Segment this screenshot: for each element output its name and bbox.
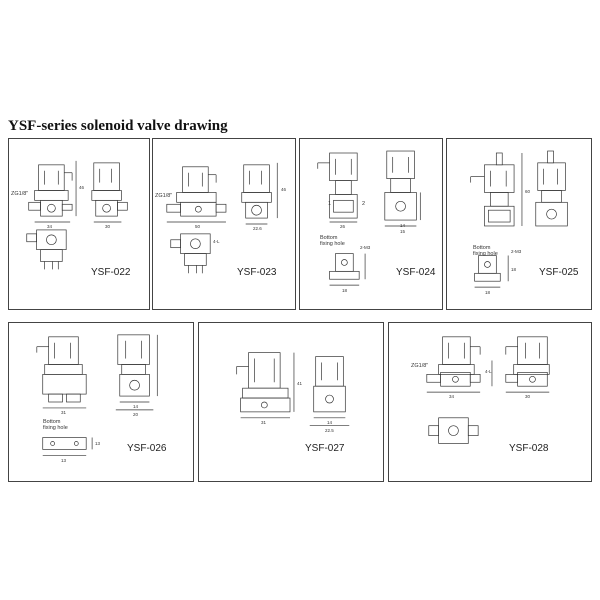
thread-label: ZG1/8" xyxy=(11,191,29,197)
dimension-label: 30 xyxy=(525,394,531,399)
model-label: YSF-028 xyxy=(509,443,549,454)
model-label: YSF-027 xyxy=(305,443,345,454)
dimension-label: 4-L xyxy=(213,239,220,244)
fixing-hole-label: Bottom fixing hole xyxy=(473,245,498,257)
model-label: YSF-025 xyxy=(539,267,579,278)
fixing-hole-label: Bottom fixing hole xyxy=(320,235,345,247)
dimension-label: 18 xyxy=(485,290,491,295)
model-label: YSF-022 xyxy=(91,267,131,278)
fixing-hole-line-2: fixing hole xyxy=(43,425,68,431)
model-label: YSF-026 xyxy=(127,443,167,454)
port-label: 2 xyxy=(362,201,366,207)
port-label: 1 xyxy=(328,201,332,207)
fixing-hole-label: Bottom fixing hole xyxy=(43,419,68,431)
fixing-hole-line-1: Bottom xyxy=(320,235,338,241)
valve-drawing-ysf-023 xyxy=(166,162,278,274)
dimension-label: 14 xyxy=(400,223,406,228)
panel-ysf-023: ZG1/8" 50 22.6 46 4-L YSF-023 xyxy=(152,138,296,310)
dimension-label: 22.5 xyxy=(325,428,334,433)
dimension-label: 31 xyxy=(61,410,67,415)
model-label: YSF-023 xyxy=(237,267,277,278)
panel-ysf-026: Bottom fixing hole 31 14 20 13 13 YSF-02… xyxy=(8,322,194,482)
dimension-label: 18 xyxy=(511,267,517,272)
fixing-hole-line-1: Bottom xyxy=(43,419,61,425)
dimension-label: 34 xyxy=(449,394,455,399)
dimension-label: 14 xyxy=(133,404,139,409)
valve-drawing-ysf-026 xyxy=(36,334,158,456)
dimension-label: 34 xyxy=(47,224,53,229)
fixing-hole-line-1: Bottom xyxy=(473,245,491,251)
valve-drawing-ysf-028 xyxy=(426,336,550,444)
dimension-label: 14 xyxy=(327,420,333,425)
dimension-label: 46 xyxy=(79,185,85,190)
dimension-label: 4-L xyxy=(485,369,492,374)
dimension-label: 20 xyxy=(133,412,139,417)
panel-ysf-025: Bottom fixing hole 2-M3 18 18 60 YSF-025 xyxy=(446,138,592,310)
dimension-label: 13 xyxy=(61,458,67,463)
dimension-label: 15 xyxy=(400,229,406,234)
page-title: YSF-series solenoid valve drawing xyxy=(8,118,228,134)
dimension-label: 2-M3 xyxy=(511,249,522,254)
dimension-label: 2-M3 xyxy=(360,245,371,250)
thread-label: ZG1/8" xyxy=(155,193,173,199)
valve-drawing-ysf-027 xyxy=(236,352,350,427)
panel-ysf-028: ZG1/8" 34 30 4-L YSF-028 xyxy=(388,322,592,482)
dimension-label: 41 xyxy=(297,381,303,386)
dimension-label: 22.6 xyxy=(253,226,262,231)
valve-drawing-ysf-022 xyxy=(26,160,128,270)
dimension-label: 46 xyxy=(281,187,287,192)
valve-drawing-ysf-024 xyxy=(317,150,421,286)
dimension-label: 60 xyxy=(525,189,531,194)
fixing-hole-line-2: fixing hole xyxy=(473,251,498,257)
panel-ysf-022: ZG1/8" 34 30 46 YSF-022 xyxy=(8,138,150,310)
dimension-label: 50 xyxy=(195,224,201,229)
dimension-label: 30 xyxy=(105,224,111,229)
thread-label: ZG1/8" xyxy=(411,363,429,369)
fixing-hole-line-2: fixing hole xyxy=(320,241,345,247)
panel-ysf-027: 31 14 22.5 41 YSF-027 xyxy=(198,322,384,482)
dimension-label: 18 xyxy=(342,288,348,293)
dimension-label: 13 xyxy=(95,441,101,446)
valve-drawing-ysf-025 xyxy=(470,150,568,288)
dimension-label: 26 xyxy=(340,224,346,229)
panel-ysf-024: 1 2 Bottom fixing hole 26 14 15 2-M3 18 … xyxy=(299,138,443,310)
dimension-label: 31 xyxy=(261,420,267,425)
model-label: YSF-024 xyxy=(396,267,436,278)
